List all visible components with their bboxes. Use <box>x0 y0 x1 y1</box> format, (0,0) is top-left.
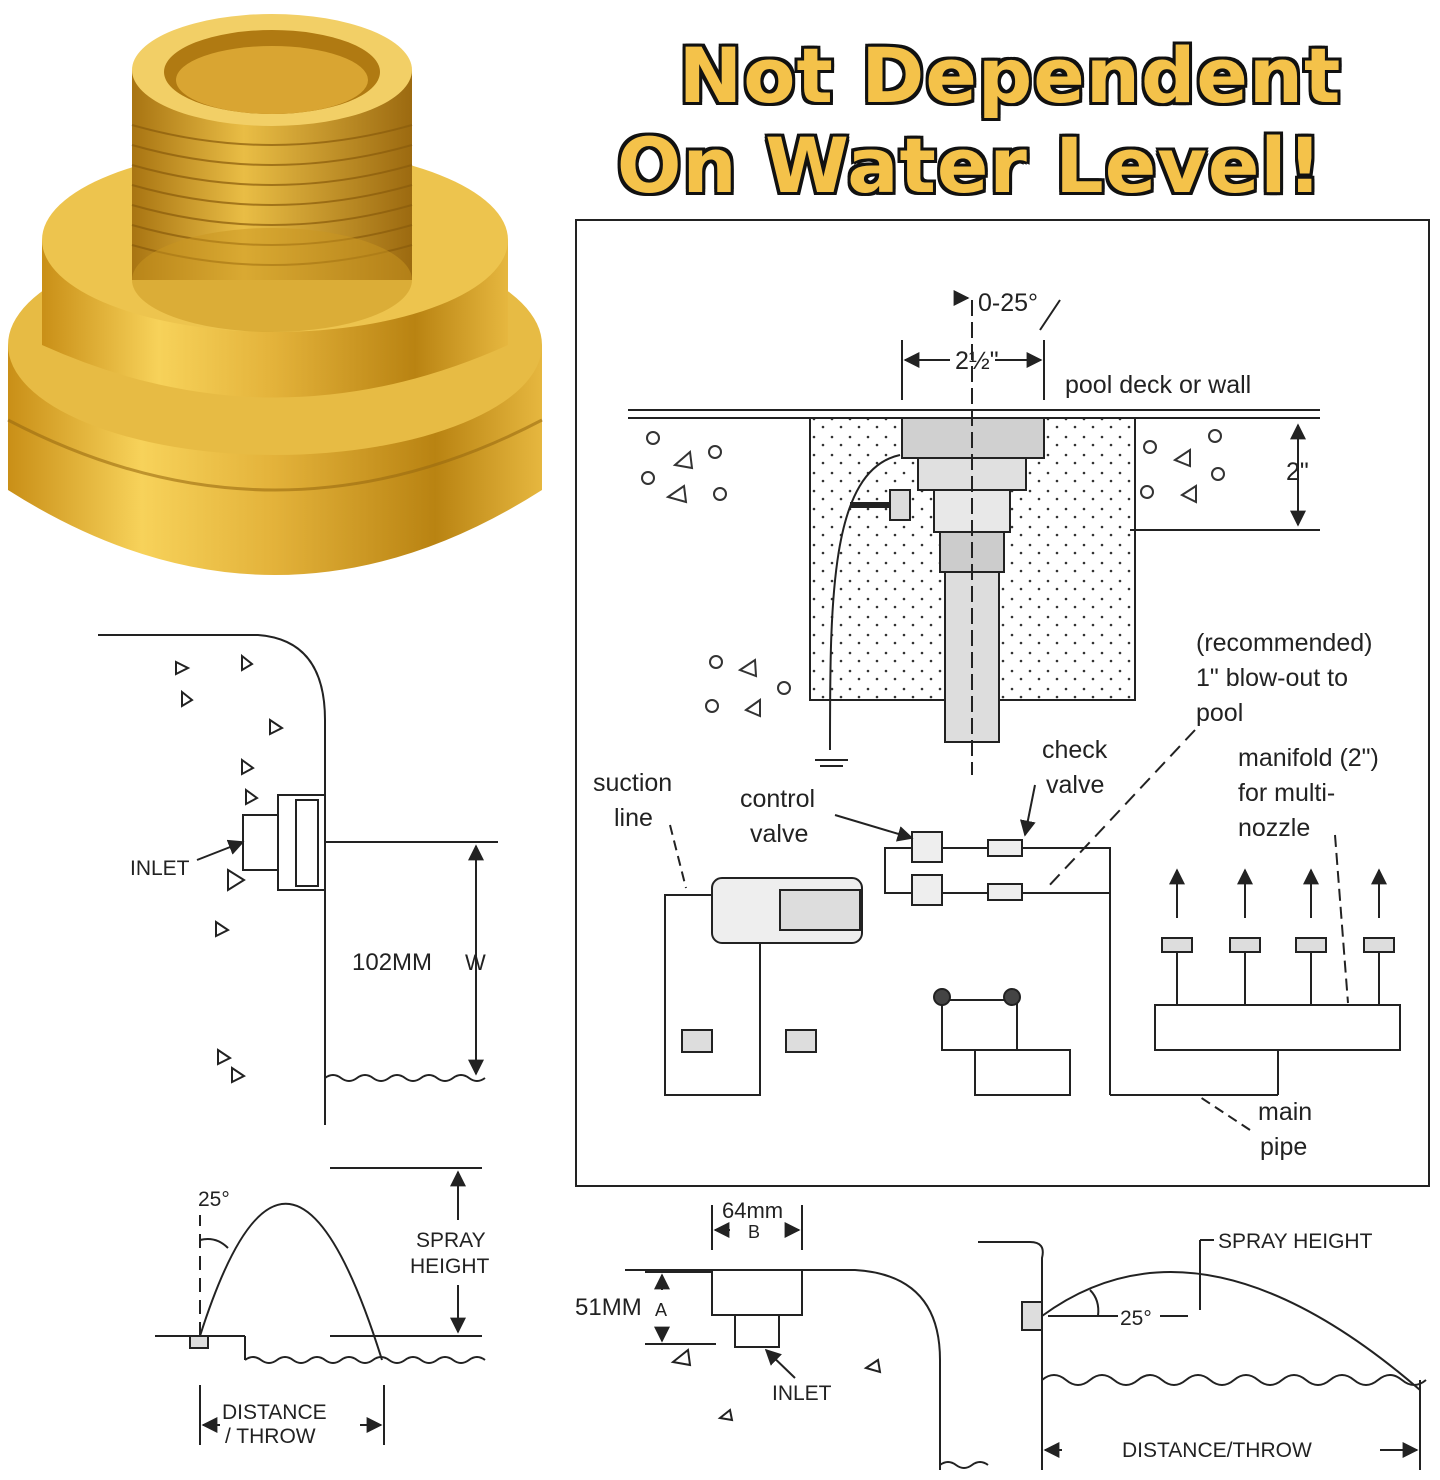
label-suction-2: line <box>614 804 653 832</box>
label-right-spray: SPRAY HEIGHT <box>1218 1230 1373 1253</box>
wall-inlet-diagram <box>98 634 498 1125</box>
label-wall-inlet: INLET <box>130 857 190 880</box>
label-main-1: main <box>1258 1098 1312 1126</box>
label-left-spray-1: SPRAY <box>416 1229 486 1252</box>
label-width: 2½" <box>955 347 999 375</box>
label-depth: 2" <box>1286 458 1309 486</box>
label-wall-letter: W <box>465 950 486 975</box>
label-right-distance: DISTANCE/THROW <box>1122 1439 1312 1462</box>
label-recommended-1: (recommended) <box>1196 629 1372 657</box>
label-deck-depth: 51MM <box>575 1294 642 1321</box>
plumbing-diagram-frame <box>575 219 1430 1187</box>
label-right-angle: 25° <box>1120 1307 1152 1330</box>
label-left-distance-2: / THROW <box>225 1425 316 1448</box>
label-left-spray-2: HEIGHT <box>410 1255 490 1278</box>
label-deck-depth-letter: A <box>655 1300 667 1320</box>
label-left-angle: 25° <box>198 1188 230 1211</box>
label-deck-width: 64mm <box>722 1198 783 1223</box>
spray-arc-left-diagram <box>155 1167 486 1445</box>
label-recommended-2: 1" blow-out to <box>1196 664 1348 692</box>
label-main-2: pipe <box>1260 1133 1307 1161</box>
deck-inlet-diagram <box>625 1205 989 1470</box>
label-wall-dimension: 102MM <box>352 949 432 976</box>
label-manifold-2: for multi- <box>1238 779 1335 807</box>
spray-arc-right-diagram <box>978 1239 1427 1470</box>
thread-lines <box>131 124 413 266</box>
label-recommended-3: pool <box>1196 699 1243 727</box>
label-deck-inlet: INLET <box>772 1382 832 1405</box>
label-control-2: valve <box>750 820 808 848</box>
label-suction-1: suction <box>593 769 672 797</box>
gravel-symbols <box>641 429 1225 718</box>
plumbing-diagram <box>628 290 1401 1131</box>
label-control-1: control <box>740 785 815 813</box>
label-left-distance-1: DISTANCE <box>222 1401 327 1424</box>
label-manifold-3: nozzle <box>1238 814 1310 842</box>
headline-line-2: On Water Level! <box>616 121 1324 210</box>
label-deck-width-letter: B <box>748 1222 760 1242</box>
label-check-2: valve <box>1046 771 1104 799</box>
headline-line-1: Not Dependent <box>678 31 1342 120</box>
label-angle: 0-25° <box>978 289 1038 317</box>
label-check-1: check <box>1042 736 1108 764</box>
label-manifold-1: manifold (2") <box>1238 744 1379 772</box>
label-pool-deck: pool deck or wall <box>1065 371 1251 399</box>
brass-fitting-image <box>7 14 543 575</box>
